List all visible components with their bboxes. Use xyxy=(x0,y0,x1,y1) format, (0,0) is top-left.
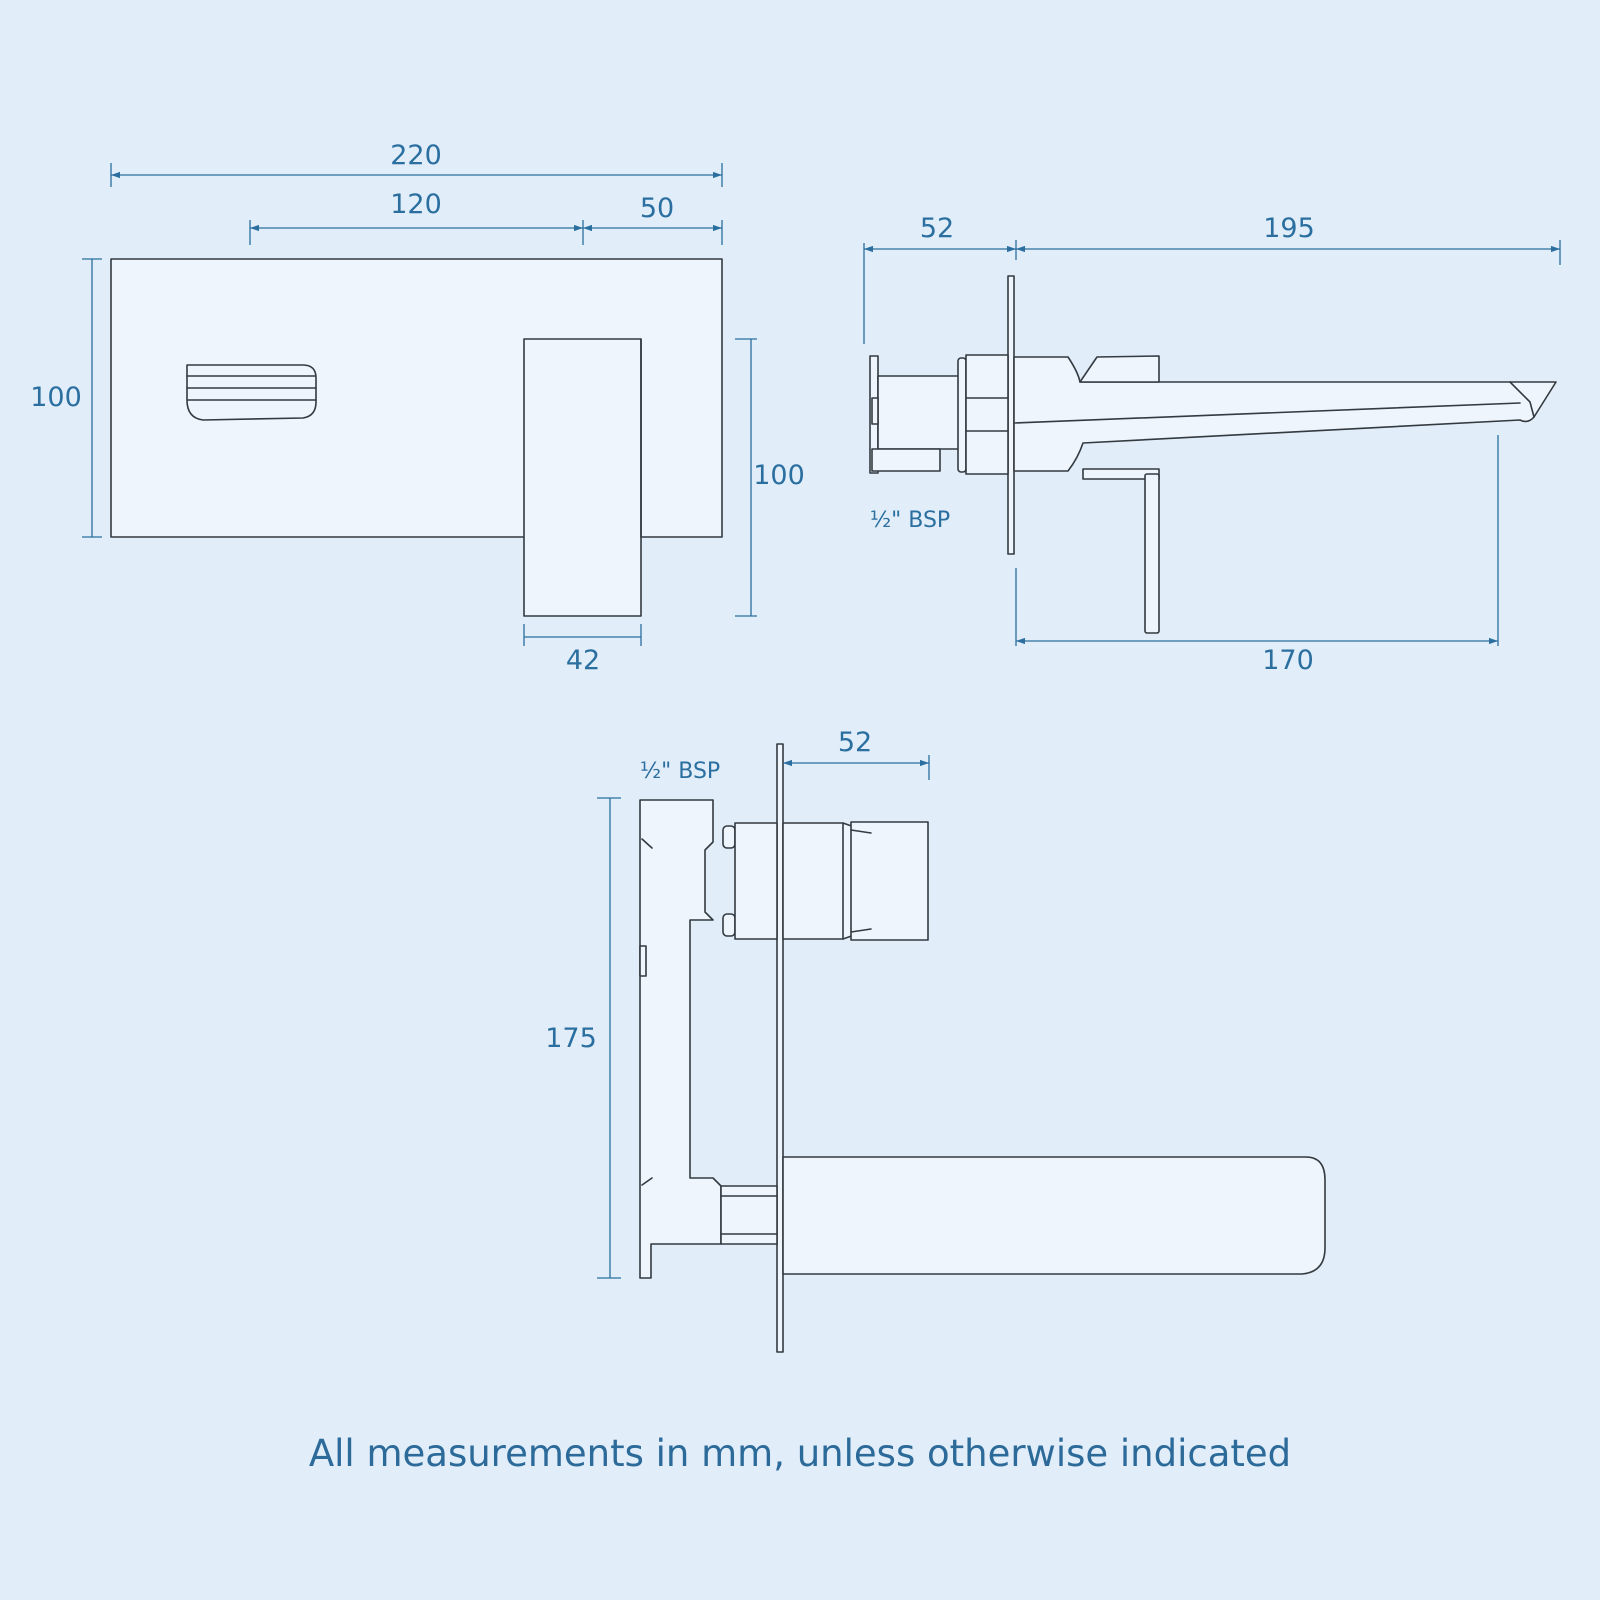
dim-handle-width: 42 xyxy=(566,645,600,676)
spout-top xyxy=(782,1156,1326,1275)
measurement-note: All measurements in mm, unless otherwise… xyxy=(308,1432,1292,1475)
dim-depth-top: 52 xyxy=(838,727,872,758)
spout-side xyxy=(1013,355,1557,472)
dim-body-length: 175 xyxy=(545,1023,597,1054)
dim-handle-height: 100 xyxy=(753,460,805,491)
dim-handle-offset: 50 xyxy=(640,193,674,224)
dim-plate-height: 100 xyxy=(30,382,82,413)
lever-side xyxy=(1082,468,1160,634)
wall-plate-top xyxy=(776,743,784,1353)
dim-overall-width: 220 xyxy=(390,140,442,171)
dim-lever-reach: 170 xyxy=(1262,645,1314,676)
front-view: 220 120 50 100 100 42 xyxy=(30,140,805,676)
lever-top xyxy=(782,821,929,941)
spout-outlet-icon xyxy=(186,364,317,421)
top-view: 52 ½" BSP 175 xyxy=(545,727,1326,1353)
lever-handle xyxy=(523,338,642,617)
inlet-label-side: ½" BSP xyxy=(870,508,950,533)
dim-spout-reach: 195 xyxy=(1263,213,1315,244)
valve-body-top xyxy=(639,799,778,1279)
valve-body-side xyxy=(869,354,1009,475)
wall-plate-side xyxy=(1007,275,1015,555)
dim-handle-spacing: 120 xyxy=(390,189,442,220)
dim-depth-side: 52 xyxy=(920,213,954,244)
side-view: 52 195 170 ½" BSP xyxy=(863,213,1561,676)
inlet-label-top: ½" BSP xyxy=(640,759,720,784)
